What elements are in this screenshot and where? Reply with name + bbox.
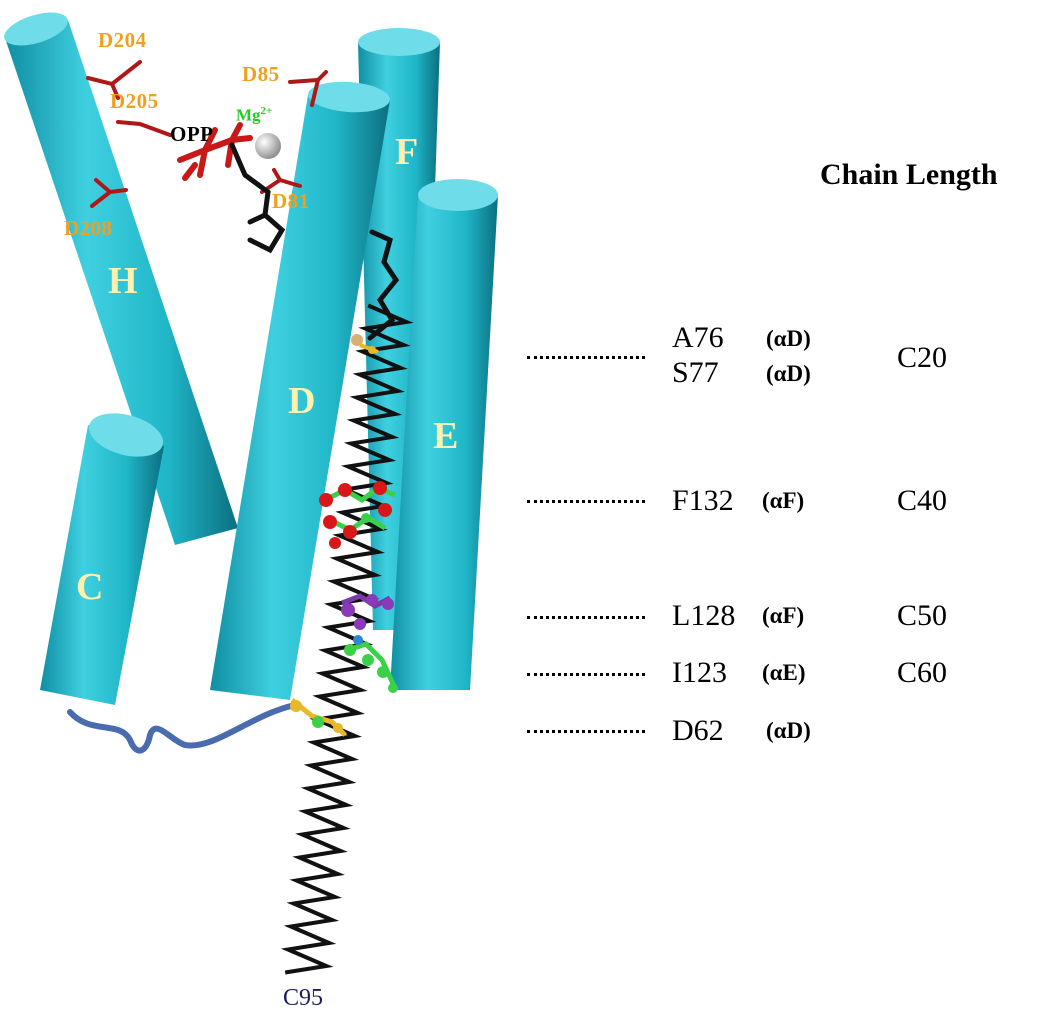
row-helix-d62: (αD) bbox=[766, 718, 811, 743]
marker-f132 bbox=[319, 481, 396, 549]
row-residue-a76: A76 bbox=[672, 321, 724, 354]
row-residue-i123: I123 bbox=[672, 656, 727, 689]
marker-i123 bbox=[344, 635, 398, 693]
aspartate-sidechains bbox=[86, 60, 328, 208]
row-leader-d62 bbox=[527, 730, 645, 733]
helix-d bbox=[210, 81, 390, 700]
loop-c-d bbox=[67, 702, 298, 754]
row-length-c20: C20 bbox=[897, 341, 948, 374]
terminus-label: C95 bbox=[283, 985, 324, 1011]
row-leader-f132 bbox=[527, 500, 645, 503]
helix-e bbox=[390, 179, 498, 690]
residue-markers bbox=[290, 334, 398, 737]
row-helix-i123: (αE) bbox=[762, 660, 806, 685]
row-residue-d62: D62 bbox=[672, 714, 724, 747]
ligand-label-opp: OPP bbox=[170, 122, 214, 146]
diphosphate-group bbox=[177, 122, 253, 181]
residue-label-d204: D204 bbox=[98, 28, 147, 52]
helix-label-d: D bbox=[288, 380, 316, 422]
row-helix-a76: (αD) bbox=[766, 326, 811, 351]
helix-label-h: H bbox=[108, 260, 138, 302]
isoprenoid-chain-upper bbox=[229, 142, 400, 341]
chain-length-header: Chain Length bbox=[820, 158, 998, 191]
row-helix-l128: (αF) bbox=[762, 603, 805, 628]
row-leader-i123 bbox=[527, 673, 645, 676]
row-helix-f132: (αF) bbox=[762, 488, 805, 513]
residue-label-d85: D85 bbox=[242, 62, 280, 86]
helix-c bbox=[40, 413, 164, 705]
helix-label-e: E bbox=[433, 415, 459, 457]
row-leader-a76 bbox=[527, 356, 645, 359]
magnesium-ion bbox=[255, 133, 281, 159]
residue-label-d208: D208 bbox=[64, 216, 113, 240]
helix-label-f: F bbox=[395, 131, 419, 173]
marker-d62 bbox=[290, 698, 347, 737]
row-length-c40: C40 bbox=[897, 484, 948, 517]
marker-a76-s77 bbox=[351, 334, 379, 354]
row-helix-s77: (αD) bbox=[766, 361, 811, 386]
helix-h bbox=[4, 12, 238, 545]
helix-label-c: C bbox=[76, 566, 104, 608]
row-residue-f132: F132 bbox=[672, 484, 734, 517]
row-residue-l128: L128 bbox=[672, 599, 736, 632]
row-length-c50: C50 bbox=[897, 599, 948, 632]
residue-label-d81: D81 bbox=[272, 189, 310, 213]
row-residue-s77: S77 bbox=[672, 356, 719, 389]
residue-label-d205: D205 bbox=[110, 89, 159, 113]
ion-label-mg: Mg2+ bbox=[236, 105, 273, 125]
marker-l128 bbox=[341, 593, 394, 630]
row-leader-l128 bbox=[527, 616, 645, 619]
row-length-c60: C60 bbox=[897, 656, 948, 689]
